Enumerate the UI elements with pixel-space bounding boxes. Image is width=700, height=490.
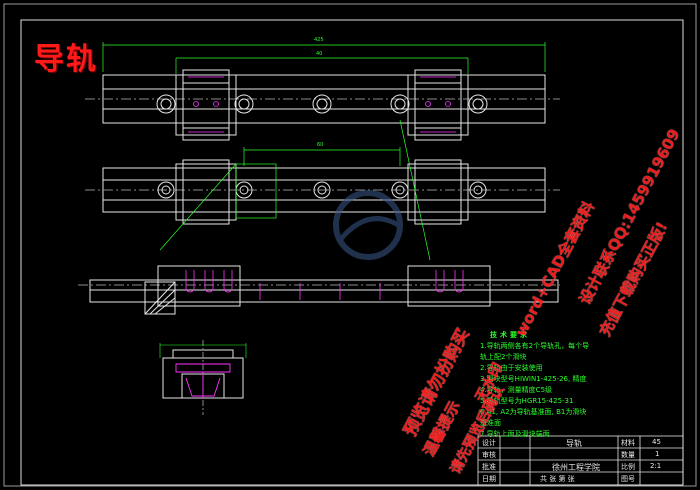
dimension-lines: [102, 42, 546, 261]
date-label: 日期: [482, 475, 496, 483]
sheet-label: 共 张 第 张: [540, 475, 575, 483]
drawing-number-label: 图号: [621, 475, 635, 483]
requirement-line: 7.导轨上面及滑块端面: [480, 430, 550, 438]
top-view-rail: [85, 69, 560, 141]
requirement-line: 基准面: [480, 419, 501, 427]
inner-frame: [20, 19, 684, 486]
technical-requirements: 技术要求 1.导轨两侧各有2个导轨孔，每个导 轨上配2个滑块 2.导轨由于安装使…: [480, 330, 630, 440]
front-section-view: [78, 265, 560, 315]
part-name: 导轨: [566, 439, 582, 448]
drawing-title-stamp: 导轨: [34, 42, 98, 77]
overall-length-dimension: 425: [314, 37, 324, 43]
scale-value: 2:1: [650, 462, 662, 470]
carriage-span-dimension: 40: [316, 51, 323, 57]
checker-label: 审核: [482, 451, 496, 459]
side-view-detail: [175, 363, 231, 398]
requirement-line: 1.导轨两侧各有2个导轨孔，每个导: [480, 342, 590, 350]
requirement-line: 3.滑块型号HIWIN1-425-26, 精度: [480, 375, 587, 383]
approver-label: 批准: [482, 463, 496, 471]
requirement-line: 6.A1, A2为导轨基准面, B1为滑块: [480, 408, 587, 416]
requirement-line: 2.导轨由于安装使用: [480, 364, 543, 372]
title-block: [477, 435, 684, 486]
scale-label: 比例: [621, 463, 635, 471]
technical-requirements-heading: 技术要求: [490, 331, 530, 339]
top-view-carriage-details: [188, 76, 456, 133]
school-name: 徐州工程学院: [552, 463, 600, 472]
requirement-line: 4.导轨，测量精度C5级: [480, 386, 553, 394]
side-view-dims: [159, 343, 247, 358]
outer-frame: [3, 3, 697, 487]
quantity-value: 1: [655, 450, 660, 458]
quantity-label: 数量: [621, 451, 635, 459]
requirement-line: 轨上配2个滑块: [480, 353, 527, 361]
material-value: 45: [652, 438, 661, 446]
designer-label: 设计: [482, 439, 496, 447]
requirement-line: 5.导轨型号为HGR15-425-31: [480, 397, 574, 405]
site-logo-watermark: [333, 190, 403, 260]
hole-pitch-dimension: 60: [317, 142, 324, 148]
front-view-bolts: [185, 270, 464, 300]
middle-view-rail: [85, 159, 560, 225]
material-label: 材料: [621, 439, 635, 447]
